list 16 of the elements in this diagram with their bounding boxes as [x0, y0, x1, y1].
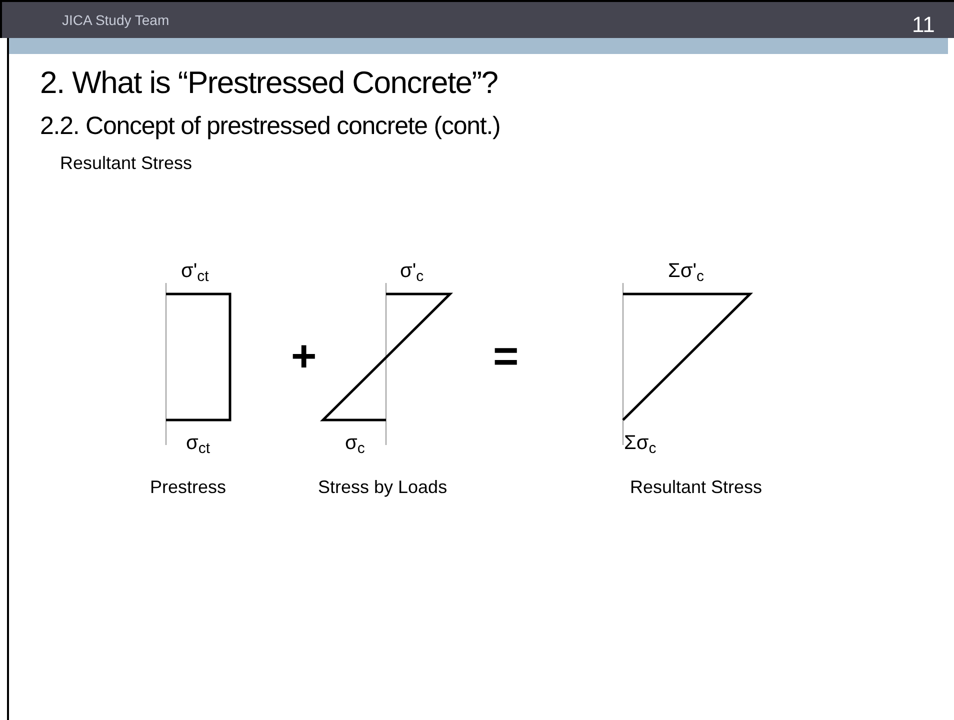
slide-subtitle: 2.2. Concept of prestressed concrete (cont.)	[40, 111, 500, 142]
equals-sign: =	[493, 335, 519, 379]
stress-label: σ'$_{ct}$	[181, 259, 209, 286]
section-heading: Resultant Stress	[60, 152, 192, 175]
stress-label: σ$_{c}$	[345, 431, 365, 458]
stress-label: σ$_{ct}$	[186, 431, 210, 458]
diagram-caption: Resultant Stress	[630, 476, 762, 499]
stress-label: σ'$_{c}$	[400, 259, 424, 286]
diagram-caption: Prestress	[150, 476, 226, 499]
diagram-caption: Stress by Loads	[318, 476, 448, 499]
header-text: JICA Study Team	[62, 11, 170, 30]
slide-number: 11	[912, 11, 935, 39]
plus-sign: +	[291, 335, 317, 379]
stress-label: Σσ'$_{c}$	[668, 259, 704, 286]
stress-label: Σσ$_{c}$	[624, 431, 656, 458]
slide-title: 2. What is “Prestressed Concrete”?	[40, 64, 498, 102]
